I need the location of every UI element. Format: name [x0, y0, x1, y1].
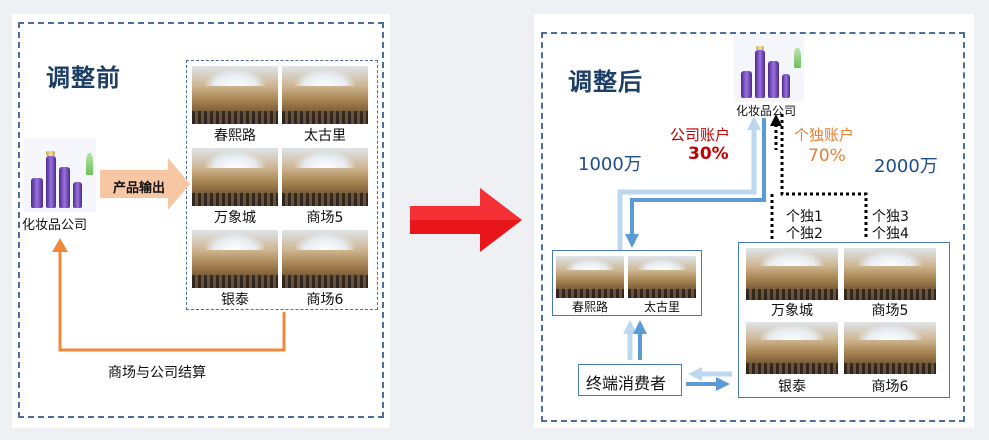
individual-label: 个独1: [786, 209, 823, 225]
after-title: 调整后: [568, 68, 643, 96]
individual-label: 个独4: [872, 226, 909, 242]
after-mall-label: 商场6: [871, 379, 909, 395]
amount-right: 2000万: [874, 156, 938, 177]
after-mall-image: [746, 322, 838, 374]
individual-label: 个独2: [786, 226, 823, 242]
before-mall-label: 春熙路: [214, 128, 256, 144]
company-account-label: 公司账户: [670, 126, 731, 144]
before-mall-label: 太古里: [304, 128, 346, 144]
after-cosmetics-image: [734, 34, 804, 102]
after-mall-image: [844, 322, 936, 374]
before-mall-image: [282, 230, 368, 288]
after-mall-label: 银泰: [778, 379, 806, 395]
after-mall-image: [844, 248, 936, 300]
amount-left: 1000万: [578, 154, 642, 175]
before-company-label: 化妆品公司: [22, 218, 88, 233]
personal-account-label: 个独账户: [794, 126, 855, 144]
individual-label: 个独3: [872, 209, 909, 225]
before-mall-label: 商场5: [306, 210, 344, 226]
before-mall-image: [282, 148, 368, 206]
consumer-box: [578, 364, 682, 396]
after-mall-label: 太古里: [643, 300, 680, 314]
after-dashed-frame: [541, 32, 965, 422]
after-mall-label: 商场5: [871, 303, 909, 319]
after-mall-image: [746, 248, 838, 300]
before-dashed-frame: [18, 22, 384, 418]
after-company-label: 化妆品公司: [736, 104, 797, 118]
after-mall-image: [556, 256, 624, 298]
before-mall-label: 万象城: [214, 210, 256, 226]
product-output-label: 产品输出: [113, 181, 166, 196]
company-account-pct: 30%: [688, 144, 729, 164]
before-mall-image: [192, 148, 278, 206]
after-mall-label: 春熙路: [571, 300, 608, 314]
after-mall-image: [628, 256, 696, 298]
settlement-label: 商场与公司结算: [108, 365, 206, 381]
personal-account-pct: 70%: [808, 146, 846, 166]
before-mall-image: [282, 66, 368, 124]
before-mall-label: 银泰: [221, 292, 249, 308]
before-mall-label: 商场6: [306, 292, 344, 308]
consumer-label: 终端消费者: [586, 374, 667, 393]
before-cosmetics-image: [24, 138, 96, 212]
after-mall-label: 万象城: [771, 303, 813, 319]
before-mall-image: [192, 230, 278, 288]
transition-arrow: [410, 188, 522, 252]
before-title: 调整前: [46, 64, 121, 92]
before-mall-image: [192, 66, 278, 124]
